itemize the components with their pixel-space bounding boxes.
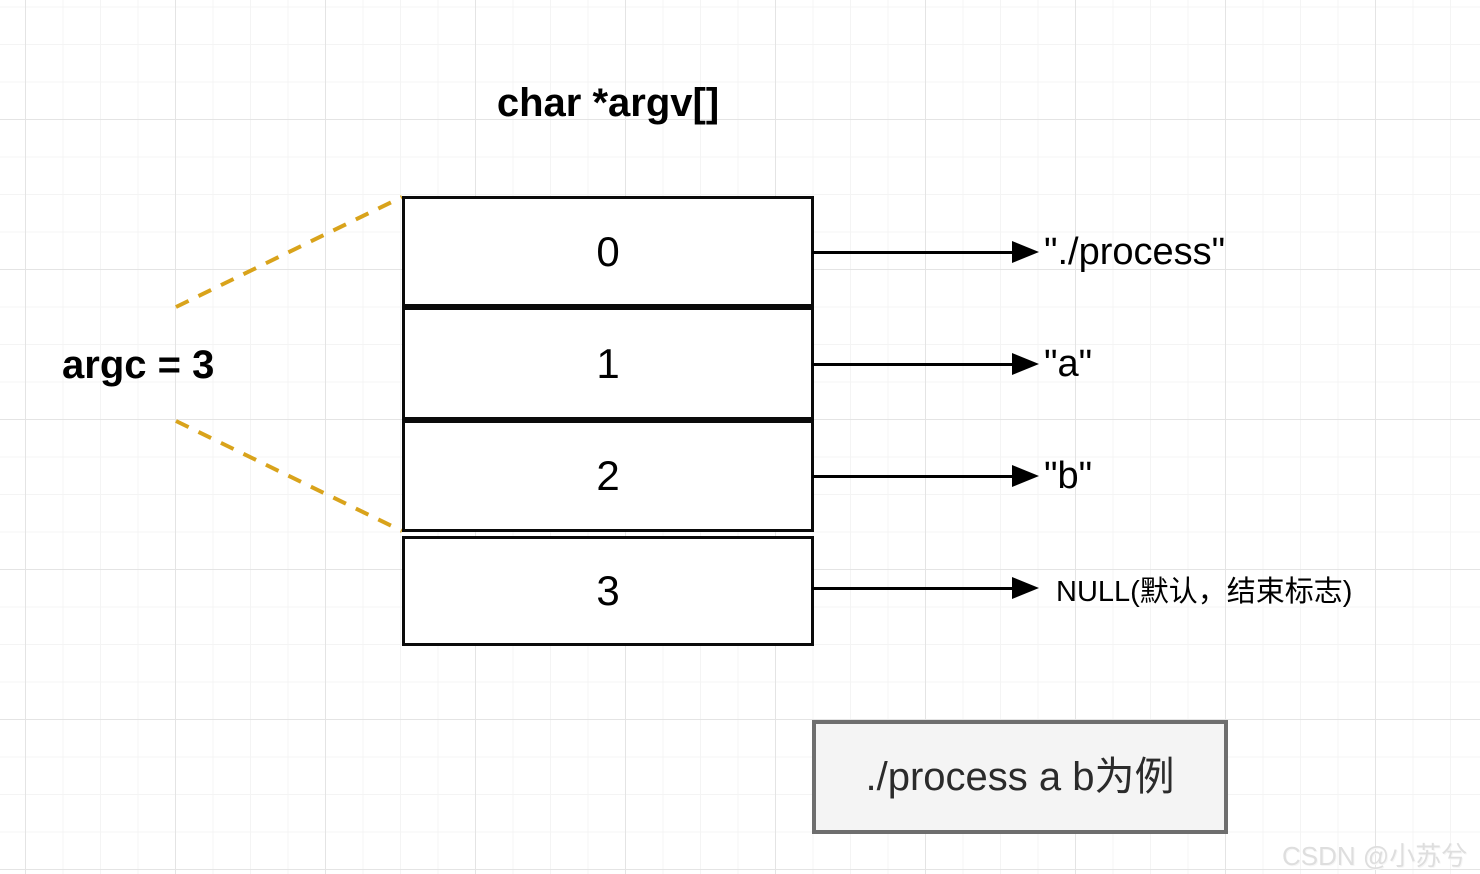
arrow-head-icon [1012, 353, 1039, 375]
pointer-label: "b" [1044, 455, 1093, 497]
pointer-label: "a" [1044, 343, 1093, 385]
array-cell: 0 [402, 196, 814, 307]
argv-array: 0 1 2 3 [402, 196, 814, 646]
argc-label: argc = 3 [62, 343, 215, 387]
example-box: ./process a b为例 [812, 720, 1228, 834]
pointer-arrow [812, 587, 1014, 590]
array-cell: 1 [402, 307, 814, 420]
watermark: CSDN @小苏兮 [1282, 841, 1468, 871]
pointer-arrow [812, 251, 1014, 254]
arrow-head-icon [1012, 577, 1039, 599]
arrow-head-icon [1012, 465, 1039, 487]
pointer-label: "./process" [1044, 231, 1226, 273]
pointer-arrow [812, 475, 1014, 478]
pointer-label: NULL(默认，结束标志) [1056, 576, 1353, 608]
array-cell: 3 [402, 536, 814, 646]
array-cell: 2 [402, 420, 814, 532]
page-title: char *argv[] [496, 81, 720, 125]
argc-dashed-line-bottom [175, 419, 403, 533]
arrow-head-icon [1012, 241, 1039, 263]
argc-dashed-line-top [175, 195, 403, 309]
pointer-arrow [812, 363, 1014, 366]
